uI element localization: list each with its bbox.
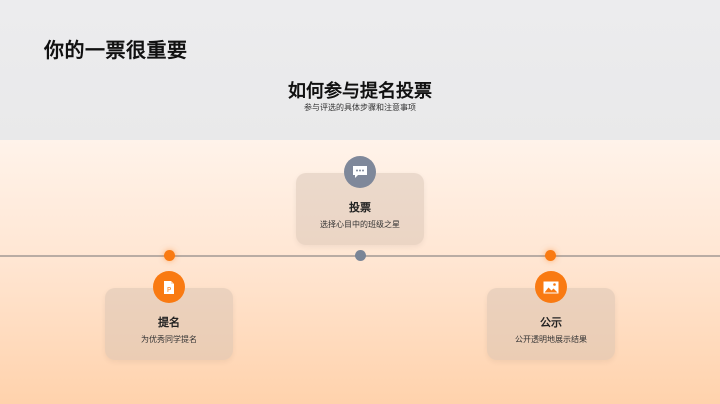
step-title: 提名 [158,316,180,329]
section-title: 如何参与提名投票 [288,81,432,102]
step-card-nominate: 提名 为优秀同学提名 [105,288,233,360]
header-background [0,0,720,140]
image-icon [535,271,567,303]
timeline-dot-publish [545,250,556,261]
step-description: 选择心目中的班级之星 [320,220,400,229]
document-p-icon: P [153,271,185,303]
chat-bubble-icon [344,156,376,188]
step-description: 为优秀同学提名 [141,335,197,344]
slide-title: 你的一票很重要 [44,38,188,62]
step-title: 投票 [349,201,371,214]
section-subtitle: 参与评选的具体步骤和注意事项 [304,103,416,112]
step-description: 公开透明地展示结果 [515,335,587,344]
step-title: 公示 [540,316,562,329]
timeline-dot-nominate [164,250,175,261]
timeline-dot-vote [355,250,366,261]
svg-text:P: P [167,286,171,294]
